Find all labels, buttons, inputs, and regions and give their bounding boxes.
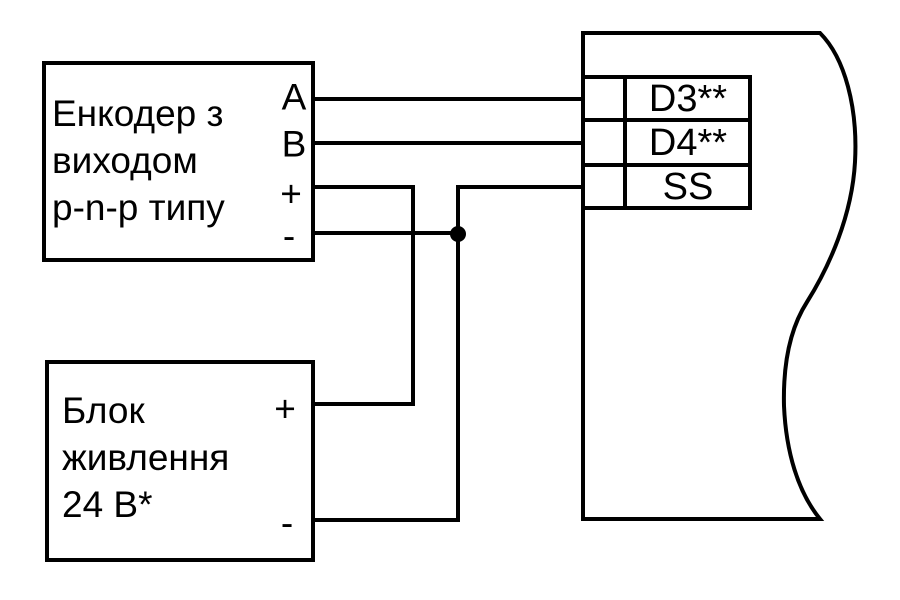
power-supply-label-line-2: живлення	[62, 437, 230, 478]
junction-dot	[450, 226, 466, 242]
encoder-label-line-3: p-n-p типу	[52, 187, 225, 228]
encoder-terminal-a: A	[281, 76, 307, 118]
power-supply-label: Блок живлення 24 В*	[62, 387, 229, 528]
power-supply-label-line-1: Блок	[62, 390, 145, 431]
power-supply-terminal-plus: +	[274, 388, 296, 430]
encoder-label: Енкодер з виходом p-n-p типу	[52, 90, 225, 231]
device-terminal-d4: D4**	[648, 122, 728, 164]
encoder-terminal-b: B	[281, 123, 307, 165]
wire-ss-common	[313, 185, 585, 522]
device-terminal-ss: SS	[662, 166, 714, 208]
power-supply-box	[45, 360, 315, 562]
encoder-label-line-2: виходом	[52, 140, 198, 181]
encoder-terminal-minus: -	[282, 215, 296, 257]
encoder-terminal-plus: +	[280, 173, 302, 215]
encoder-label-line-1: Енкодер з	[52, 93, 224, 134]
power-supply-terminal-minus: -	[280, 502, 294, 544]
encoder-box	[42, 61, 315, 262]
wire-plus-24v	[313, 185, 415, 406]
power-supply-label-line-3: 24 В*	[62, 484, 153, 525]
device-terminal-d3: D3**	[648, 78, 728, 120]
